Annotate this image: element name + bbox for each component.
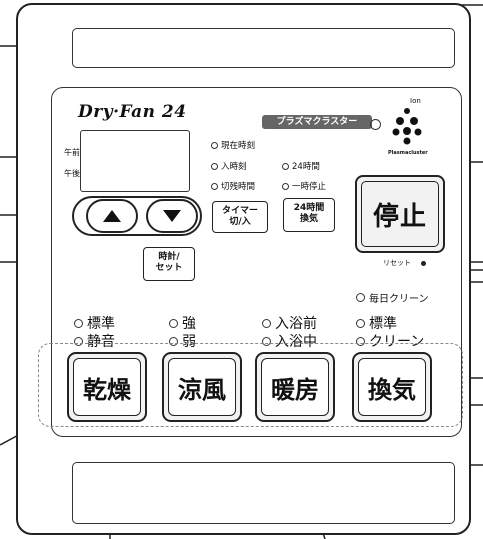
- indicator-start-time: 入時刻: [211, 160, 247, 172]
- mode-heat-during-bath: 入浴中: [262, 331, 317, 351]
- clock-set-button[interactable]: 時計/ セット: [143, 247, 195, 281]
- triangle-up-icon: [103, 210, 121, 222]
- stop-button-label: 停止: [361, 181, 439, 247]
- brand-logo: Dry·Fan 24: [78, 102, 187, 122]
- cool-button[interactable]: 涼風: [162, 352, 242, 422]
- mode-cool-weak: 弱: [169, 331, 196, 351]
- timer-button-line1: タイマー: [221, 206, 258, 216]
- indicator-off-time: 切残時間: [211, 180, 255, 192]
- time-display: [80, 130, 190, 192]
- plasmacluster-indicator: [370, 119, 381, 130]
- pm-label: 午後: [64, 169, 80, 178]
- vent-24h-button-line1: 24時間: [293, 203, 325, 213]
- triangle-down-icon: [163, 210, 181, 222]
- heat-button-label: 暖房: [261, 358, 329, 416]
- timer-button[interactable]: タイマー 切/入: [212, 201, 268, 233]
- clock-set-button-line2: セット: [155, 263, 183, 273]
- reset-button[interactable]: [421, 261, 426, 266]
- mode-heat-before-bath: 入浴前: [262, 313, 317, 333]
- vent-24h-button-line2: 換気: [299, 214, 318, 224]
- vent-button[interactable]: 換気: [352, 352, 432, 422]
- clock-set-button-line1: 時計/: [158, 252, 180, 262]
- dry-button[interactable]: 乾燥: [67, 352, 147, 422]
- indicator-pause: 一時停止: [282, 180, 326, 192]
- vent-button-label: 換気: [358, 358, 426, 416]
- plasmacluster-label: プラズマクラスター: [262, 115, 372, 129]
- mode-dry-standard: 標準: [74, 313, 115, 333]
- arrow-pad: [72, 196, 202, 236]
- dry-button-label: 乾燥: [73, 358, 141, 416]
- mode-vent-daily-clean: 毎日クリーン: [356, 290, 429, 305]
- mode-dry-quiet: 静音: [74, 331, 115, 351]
- heat-button[interactable]: 暖房: [255, 352, 335, 422]
- mode-vent-clean: クリーン: [356, 331, 424, 351]
- up-button[interactable]: [86, 199, 138, 233]
- cool-button-label: 涼風: [168, 358, 236, 416]
- am-label: 午前: [64, 148, 80, 157]
- indicator-current-time: 現在時刻: [211, 139, 255, 151]
- mode-button-group: [38, 343, 463, 427]
- ion-label: Ion: [410, 97, 421, 105]
- plasmacluster-logo-icon: [392, 108, 422, 145]
- stop-button[interactable]: 停止: [355, 175, 445, 253]
- down-button[interactable]: [146, 199, 198, 233]
- indicator-24h: 24時間: [282, 160, 320, 172]
- mode-vent-standard: 標準: [356, 313, 397, 333]
- top-cover: [72, 28, 455, 68]
- vent-24h-button[interactable]: 24時間 換気: [283, 198, 335, 232]
- mode-cool-strong: 強: [169, 313, 196, 333]
- plasmacluster-name: Plasmacluster: [388, 150, 428, 156]
- bottom-cover: [72, 462, 455, 524]
- reset-label: リセット: [383, 259, 411, 267]
- timer-button-line2: 切/入: [229, 217, 251, 227]
